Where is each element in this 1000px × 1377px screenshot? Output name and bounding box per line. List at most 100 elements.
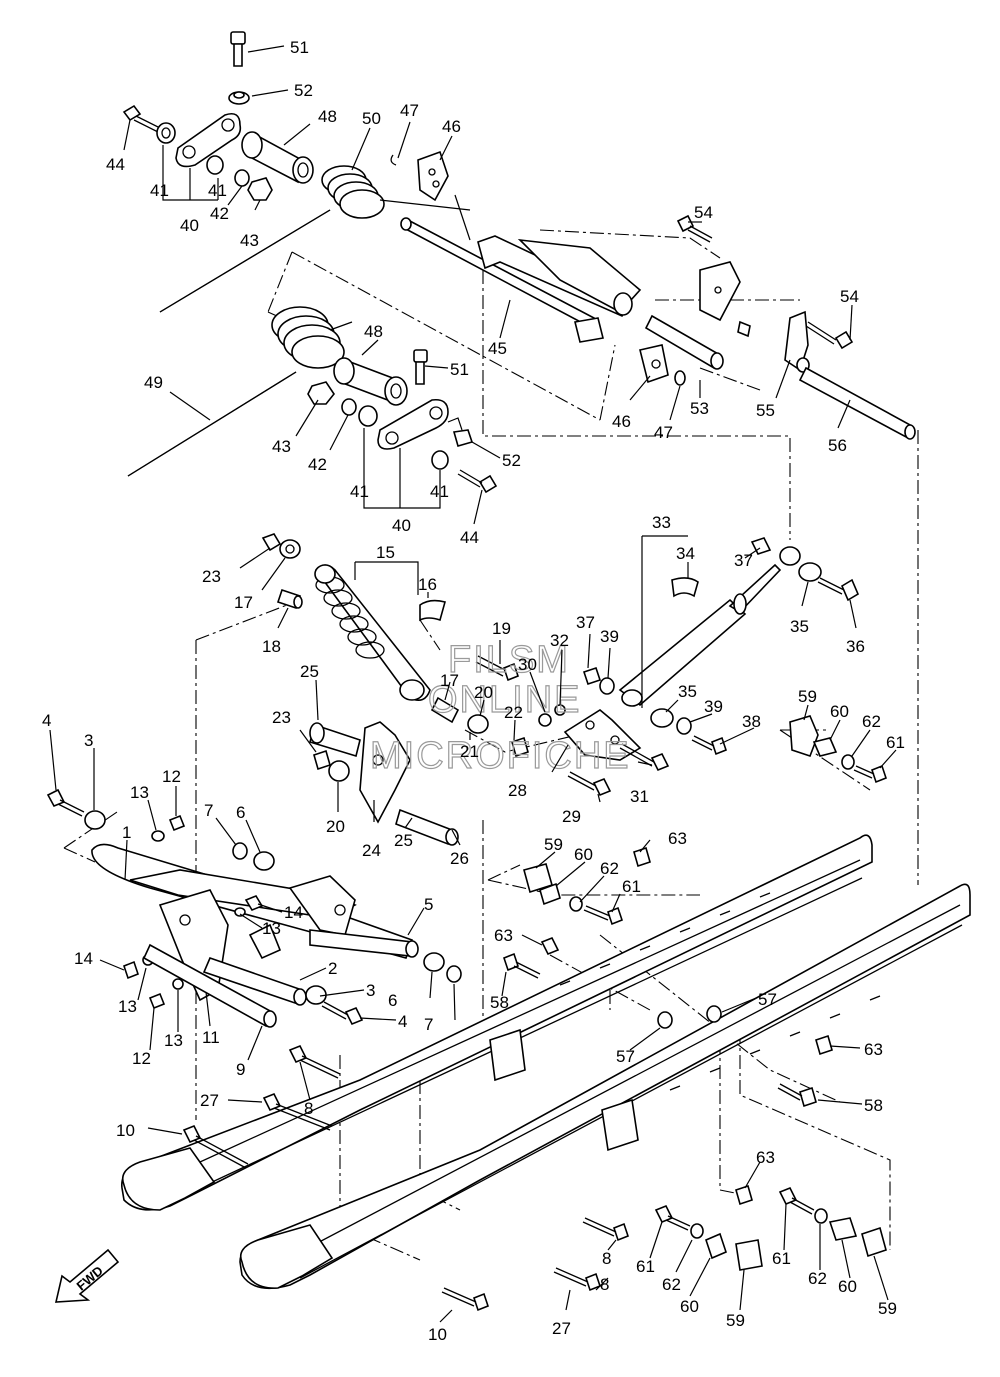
callout-7: 7 — [424, 1015, 433, 1034]
callout-13: 13 — [130, 783, 149, 802]
callout-51: 51 — [290, 38, 309, 57]
watermark-line-1: FILSM — [448, 639, 570, 681]
callout-41: 41 — [350, 482, 369, 501]
callout-4: 4 — [42, 711, 51, 730]
callout-56: 56 — [828, 436, 847, 455]
callout-62: 62 — [662, 1275, 681, 1294]
callout-10: 10 — [116, 1121, 135, 1140]
callout-25: 25 — [394, 831, 413, 850]
callout-37: 37 — [734, 551, 753, 570]
callout-47: 47 — [654, 423, 673, 442]
callout-28: 28 — [508, 781, 527, 800]
callout-9: 9 — [236, 1060, 245, 1079]
callout-6: 6 — [388, 991, 397, 1010]
callout-3: 3 — [84, 731, 93, 750]
callout-50: 50 — [362, 109, 381, 128]
callout-63: 63 — [864, 1040, 883, 1059]
callout-33: 33 — [652, 513, 671, 532]
leader-lines — [49, 45, 897, 1323]
callout-29: 29 — [562, 807, 581, 826]
callout-41: 41 — [208, 181, 227, 200]
callout-27: 27 — [200, 1091, 219, 1110]
callout-60: 60 — [830, 702, 849, 721]
watermark-line-3: MICROFICHE — [370, 735, 631, 777]
callout-26: 26 — [450, 849, 469, 868]
callout-14: 14 — [284, 903, 303, 922]
callout-4: 4 — [398, 1012, 407, 1031]
callout-54: 54 — [840, 287, 859, 306]
callout-31: 31 — [630, 787, 649, 806]
callout-labels: 51 52 44 41 41 40 42 43 48 50 47 46 54 5… — [42, 38, 905, 1344]
callout-16: 16 — [418, 575, 437, 594]
callout-43: 43 — [272, 437, 291, 456]
callout-61: 61 — [622, 877, 641, 896]
callout-1: 1 — [122, 823, 131, 842]
callout-14: 14 — [74, 949, 93, 968]
callout-30: 30 — [518, 655, 537, 674]
callout-13: 13 — [164, 1031, 183, 1050]
front-arm-assembly — [46, 788, 462, 1028]
callout-27: 27 — [552, 1319, 571, 1338]
callout-13: 13 — [262, 919, 281, 938]
callout-61: 61 — [772, 1249, 791, 1268]
callout-brackets — [447, 417, 463, 431]
callout-34: 34 — [676, 544, 695, 563]
callout-59: 59 — [544, 835, 563, 854]
callout-57: 57 — [616, 1047, 635, 1066]
callout-40: 40 — [180, 216, 199, 235]
callout-12: 12 — [162, 767, 181, 786]
callout-23: 23 — [272, 708, 291, 727]
callout-61: 61 — [636, 1257, 655, 1276]
callout-63: 63 — [494, 926, 513, 945]
watermark: FILSM ONLINE MICROFICHE — [369, 638, 631, 777]
callout-36: 36 — [846, 637, 865, 656]
watermark-line-2: ONLINE — [428, 679, 581, 721]
callout-24: 24 — [362, 841, 381, 860]
callout-17: 17 — [440, 671, 459, 690]
callout-22: 22 — [504, 703, 523, 722]
callout-59: 59 — [798, 687, 817, 706]
callout-19: 19 — [492, 619, 511, 638]
callout-62: 62 — [862, 712, 881, 731]
callout-60: 60 — [680, 1297, 699, 1316]
callout-52: 52 — [502, 451, 521, 470]
callout-51: 51 — [450, 360, 469, 379]
callout-48: 48 — [364, 322, 383, 341]
callout-42: 42 — [308, 455, 327, 474]
callout-40: 40 — [392, 516, 411, 535]
callout-60: 60 — [574, 845, 593, 864]
callout-10: 10 — [428, 1325, 447, 1344]
callout-12: 12 — [132, 1049, 151, 1068]
callout-44: 44 — [460, 528, 479, 547]
callout-5: 5 — [424, 895, 433, 914]
callout-60: 60 — [838, 1277, 857, 1296]
callout-63: 63 — [668, 829, 687, 848]
shock-absorbers — [261, 533, 887, 846]
callout-53: 53 — [690, 399, 709, 418]
callout-41: 41 — [430, 482, 449, 501]
callout-58: 58 — [490, 993, 509, 1012]
callout-63: 63 — [756, 1148, 775, 1167]
callout-20: 20 — [326, 817, 345, 836]
callout-8: 8 — [602, 1249, 611, 1268]
callout-52: 52 — [294, 81, 313, 100]
callout-25: 25 — [300, 662, 319, 681]
callout-21: 21 — [460, 742, 479, 761]
callout-61: 61 — [886, 733, 905, 752]
callout-8: 8 — [600, 1275, 609, 1294]
callout-58: 58 — [864, 1096, 883, 1115]
slide-rails — [121, 834, 971, 1312]
torsion-spring-upper — [159, 165, 471, 313]
callout-42: 42 — [210, 204, 229, 223]
callout-13: 13 — [118, 997, 137, 1016]
callout-17: 17 — [234, 593, 253, 612]
callout-46: 46 — [442, 117, 461, 136]
callout-59: 59 — [726, 1311, 745, 1330]
callout-62: 62 — [600, 859, 619, 878]
fwd-direction-arrow: FWD — [54, 1248, 120, 1303]
callout-23: 23 — [202, 567, 221, 586]
callout-39: 39 — [704, 697, 723, 716]
callout-57: 57 — [758, 990, 777, 1009]
callout-37: 37 — [576, 613, 595, 632]
